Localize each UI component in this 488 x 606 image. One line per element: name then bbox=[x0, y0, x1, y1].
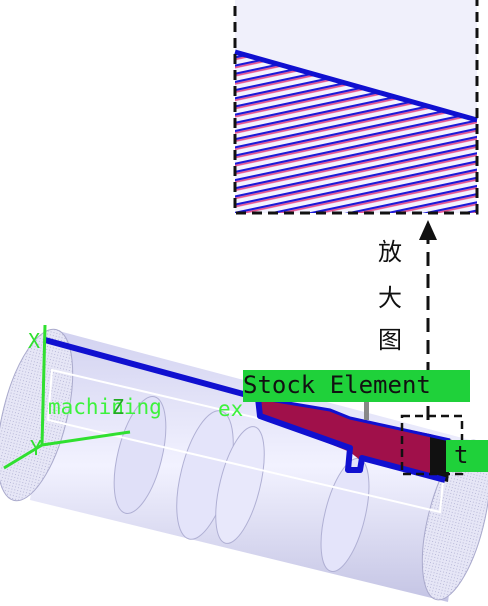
stock-marker-post bbox=[364, 398, 369, 420]
tag-fragment: t bbox=[446, 440, 488, 472]
detail-region-box bbox=[400, 414, 464, 476]
zoom-label-char-1: 放 bbox=[378, 238, 402, 266]
stock-element-tag: Stock Element bbox=[243, 370, 470, 402]
axis-x-label: X bbox=[28, 329, 40, 353]
ex-label: ex bbox=[218, 397, 244, 421]
zoom-label-char-3: 图 bbox=[378, 326, 402, 354]
zoom-inset bbox=[233, 0, 479, 215]
axis-triad bbox=[3, 324, 131, 470]
cursor-glyph: Z bbox=[112, 395, 125, 419]
cylinder-workpiece bbox=[0, 328, 488, 602]
machining-label: machining bbox=[48, 395, 162, 419]
zoom-label-char-2: 大 bbox=[378, 284, 402, 312]
axis-y-label: Y bbox=[30, 436, 42, 460]
